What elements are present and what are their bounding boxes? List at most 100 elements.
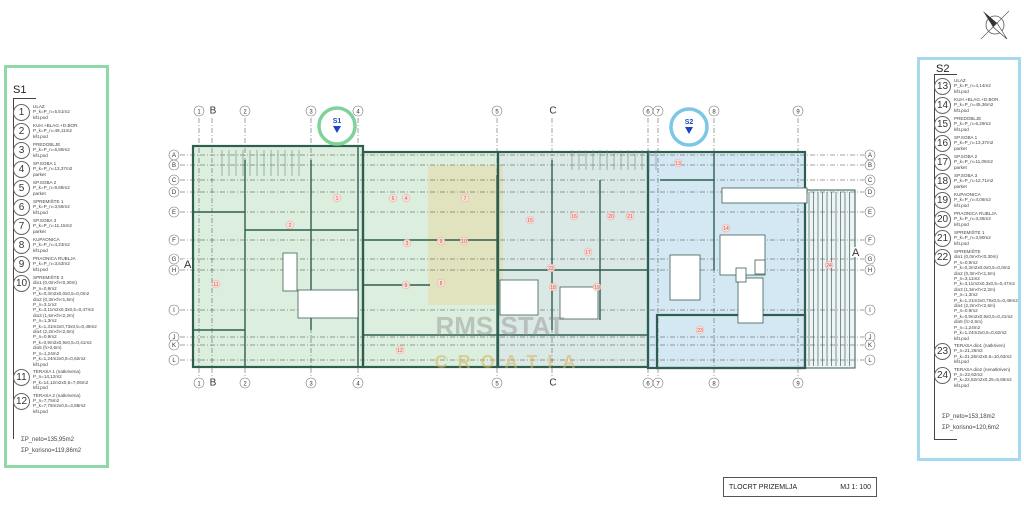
grid-bubble — [864, 186, 876, 198]
grid-row-label: L — [172, 358, 176, 364]
room-detail-line: TERASA dio1 (natkriven) — [954, 342, 1006, 348]
room-detail-line: SP.SOBA 1 — [33, 161, 57, 166]
unit-marker-circle — [669, 107, 709, 147]
room-detail-line: kšt.pod — [954, 221, 969, 227]
room-detail-line: SPREMIŠTE 1 — [954, 230, 985, 235]
grid-column-label: 2 — [243, 110, 247, 116]
room-detail-line: P_k=P_n=9,86m2 — [33, 185, 70, 191]
grid-bubble — [864, 304, 876, 316]
room-number-badge: 16 — [934, 135, 951, 152]
room-number-label: 21 — [627, 214, 633, 220]
room-number-label: 12 — [397, 348, 403, 354]
room-detail-line: TERASA 2 (natkrivena) — [33, 392, 81, 398]
grid-bubble — [652, 105, 664, 117]
room-number-marker — [401, 193, 411, 203]
room-detail-line: ULAZ — [954, 78, 966, 83]
section-mark-backing — [851, 247, 860, 257]
grid-bubble — [168, 234, 180, 246]
room-number-badge: 19 — [934, 192, 951, 209]
room-detail-line: P_n=7,75m2 — [33, 397, 60, 403]
room-detail-line: parket — [33, 171, 46, 177]
grid-row-label: A — [868, 153, 872, 159]
room-number-badge: 11 — [13, 368, 30, 386]
room-detail-line: P_n=1,24m2 — [33, 350, 60, 356]
room-detail-line: P_k=0,9m2x0,9x0,5=0,41m2 — [954, 313, 1013, 319]
room-detail-line: SP.SOBA 3 — [33, 218, 57, 223]
room-number-badge: 10 — [13, 275, 30, 292]
room-detail-line: P_k=P_n=3,90m2 — [954, 235, 991, 241]
room-number-marker — [395, 345, 405, 355]
legend-title: S1 — [13, 84, 27, 96]
room-number-label: 6 — [392, 196, 395, 202]
furniture — [499, 279, 539, 316]
room-number-label: 16 — [571, 214, 577, 220]
grid-bubble — [792, 377, 804, 389]
grid-row-label: I — [869, 308, 871, 314]
room-detail-line: kšt.pod — [954, 107, 969, 113]
section-mark-label: A — [184, 259, 192, 271]
room-detail-line: P_k=0,3m2x0,0x0,5=0,0m2 — [33, 291, 90, 297]
room-detail-line: P_k=21,26m2x0,5=10,63m2 — [954, 353, 1012, 359]
total-net-area: ΣP_neto=135,95m2 — [21, 437, 74, 443]
grid-bubble — [168, 354, 180, 366]
grid-column-label: 5 — [495, 382, 499, 388]
grid-bubble — [864, 234, 876, 246]
furniture — [754, 259, 766, 275]
furniture — [737, 277, 764, 324]
room-detail-line: dio5 (h>2,6m) — [954, 319, 983, 325]
unit-s1-area — [193, 146, 363, 367]
room-detail-line: P_k=P_n=4,23m2 — [33, 242, 70, 248]
room-detail-line: P_k=P_n=13,37m2 — [954, 140, 994, 146]
room-detail-line: P_n=3,1m2 — [33, 302, 57, 308]
room-detail-line: dio2 (0,3m<h<1,5m) — [33, 296, 75, 302]
room-detail-line: kšt.pod — [954, 126, 969, 132]
grid-bubble — [864, 253, 876, 265]
grid-row-label: G — [868, 257, 873, 263]
grid-bubble — [352, 377, 364, 389]
room-number-label: 20 — [608, 214, 614, 220]
grid-bubble — [652, 377, 664, 389]
grid-row-label: H — [868, 268, 872, 274]
room-number-badge: 5 — [13, 180, 30, 197]
grid-row-label: D — [172, 190, 177, 196]
grid-row-label: K — [868, 343, 872, 349]
room-number-marker — [332, 193, 342, 203]
room-detail-line: dio1 (0,0m<h<0,30m) — [954, 254, 998, 260]
room-number-label: 14 — [723, 226, 729, 232]
room-detail-line: SP.SOBA 2 — [33, 180, 57, 185]
grid-bubble — [864, 174, 876, 186]
unit-marker-label: S2 — [685, 119, 694, 126]
grid-column-label: 1 — [197, 110, 201, 116]
room-number-marker — [388, 193, 398, 203]
room-detail-line: P_n=1,24m2 — [954, 324, 981, 330]
room-number-badge: 17 — [934, 154, 951, 171]
grid-row-label: K — [172, 343, 176, 349]
grid-row-label: F — [868, 238, 872, 244]
room-number-marker — [460, 193, 470, 203]
room-number-badge: 14 — [934, 97, 951, 114]
furniture — [735, 267, 747, 283]
grid-column-label: B — [210, 106, 217, 117]
room-number-marker — [459, 236, 469, 246]
room-number-marker — [583, 247, 593, 257]
grid-bubble — [168, 264, 180, 276]
grid-column-label: 3 — [309, 382, 313, 388]
room-number-label: 7 — [464, 196, 467, 202]
grid-bubble — [708, 377, 720, 389]
room-detail-line: KUH.+BLAG.+D.BOR. — [954, 97, 1000, 102]
room-number-marker — [548, 282, 558, 292]
room-detail-line: P_k=P_n=11,15m2 — [33, 223, 72, 229]
